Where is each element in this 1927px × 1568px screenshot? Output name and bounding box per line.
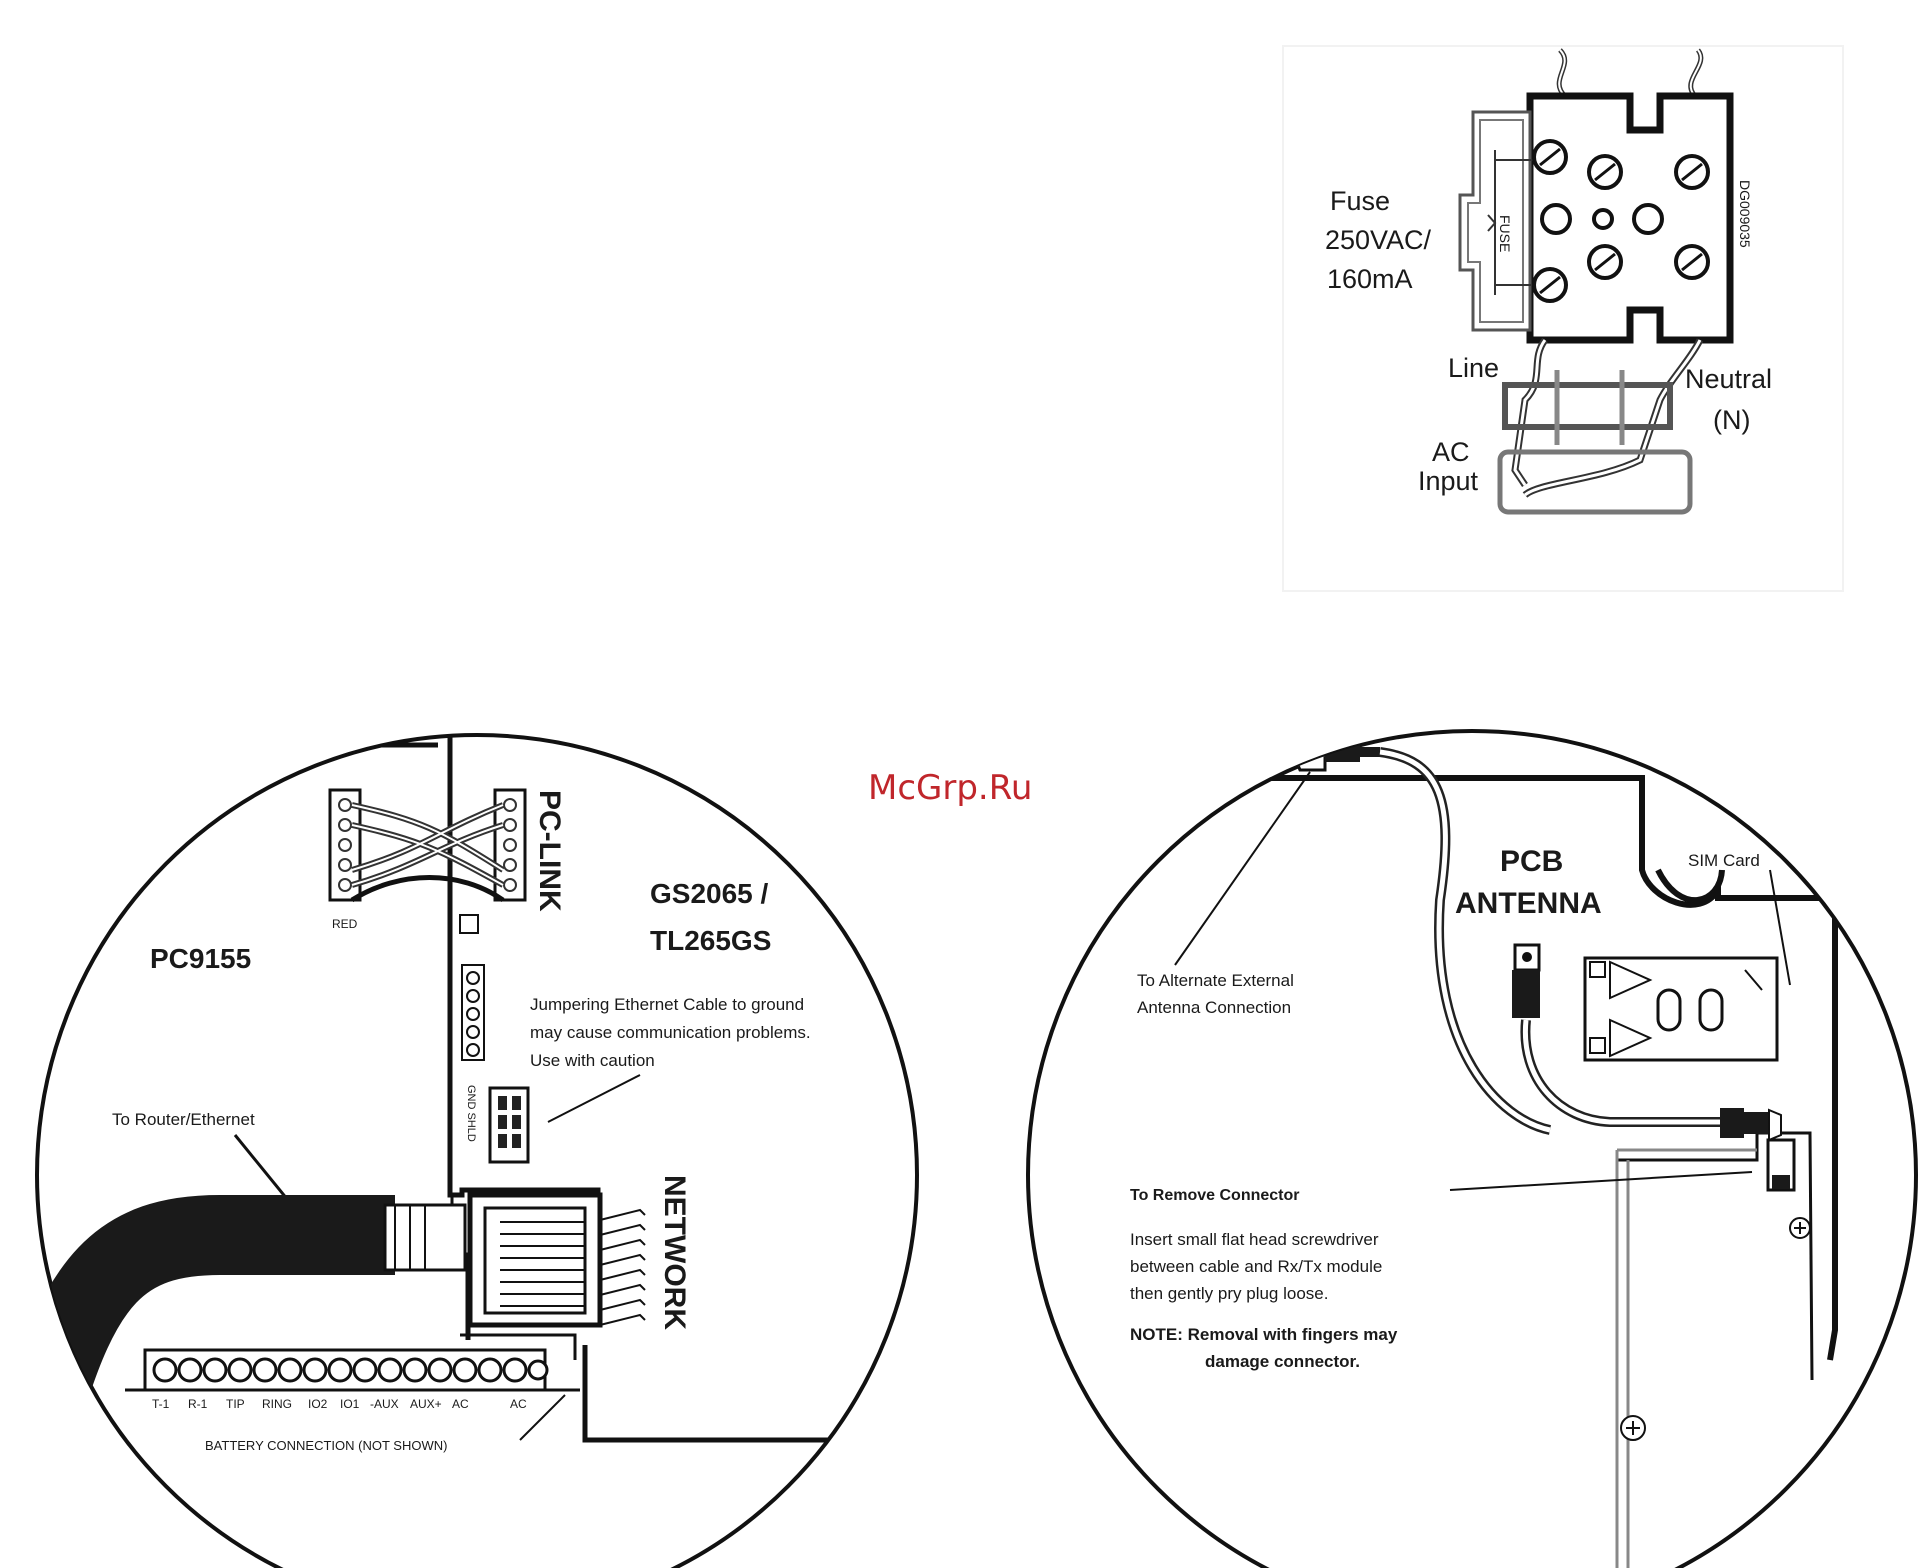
note-text: NOTE: Removal with fingers may [1130, 1325, 1398, 1344]
remove-instruction-1: Insert small flat head screwdriver [1130, 1230, 1379, 1249]
terminal-strip [143, 1348, 549, 1392]
warning-text-1: Jumpering Ethernet Cable to ground [530, 995, 804, 1014]
terminal-labels: T-1 R-1 TIP RING IO2 IO1 -AUX AUX+ AC AC [152, 1397, 527, 1411]
ac-input-label-2: Input [1418, 466, 1479, 496]
fuse-rating: 250VAC/ [1325, 225, 1432, 255]
network-jack [467, 1192, 646, 1328]
rx-tx-module [1615, 1108, 1814, 1568]
remove-instruction-2: between cable and Rx/Tx module [1130, 1257, 1382, 1276]
neutral-n-label: (N) [1713, 405, 1750, 435]
note-text-2: damage connector. [1205, 1352, 1360, 1371]
warning-text-3: Use with caution [530, 1051, 655, 1070]
pcb-antenna-label: PCB [1500, 845, 1563, 878]
terminal-label: -AUX [370, 1397, 399, 1411]
antenna-sim-panel: PCB ANTENNA SIM Card To Alternate Extern… [1026, 729, 1918, 1568]
terminal-label: RING [262, 1397, 292, 1411]
terminal-block [1526, 92, 1734, 344]
terminal-label: AC [452, 1397, 469, 1411]
watermark: McGrp.Ru [868, 768, 1032, 808]
line-label: Line [1448, 353, 1499, 383]
ac-input-label: AC [1432, 437, 1470, 467]
terminal-label: TIP [226, 1397, 245, 1411]
pclink-label: PC-LINK [533, 790, 566, 912]
warning-text-2: may cause communication problems. [530, 1023, 811, 1042]
module-label: GS2065 / [650, 878, 769, 909]
red-label: RED [332, 917, 358, 931]
alt-antenna-label-2: Antenna Connection [1137, 998, 1291, 1017]
gnd-shld-jumper [488, 1086, 530, 1164]
remove-instruction-3: then gently pry plug loose. [1130, 1284, 1328, 1303]
header-pins [461, 964, 485, 1061]
neutral-label: Neutral [1685, 364, 1772, 394]
terminal-label: R-1 [188, 1397, 208, 1411]
board-label: PC9155 [150, 943, 251, 974]
ac-input-diagram: FUSE DG009035 Fuse 250VAC/ 160mA Line Ne… [1282, 45, 1844, 592]
led-square [459, 914, 479, 934]
terminal-label: AC [510, 1397, 527, 1411]
pcb-antenna-label-2: ANTENNA [1455, 887, 1602, 920]
network-label: NETWORK [658, 1175, 691, 1330]
pcb-antenna-connector [1512, 943, 1541, 1018]
alt-antenna-label: To Alternate External [1137, 971, 1294, 990]
strain-relief-bar [1502, 382, 1673, 430]
terminal-label: IO2 [308, 1397, 328, 1411]
sim-card-label: SIM Card [1688, 851, 1760, 870]
remove-heading: To Remove Connector [1130, 1187, 1300, 1204]
module-label-2: TL265GS [650, 925, 771, 956]
terminal-label: AUX+ [410, 1397, 442, 1411]
terminal-label: T-1 [152, 1397, 170, 1411]
rj45-plug [383, 1203, 467, 1272]
part-code: DG009035 [1737, 180, 1753, 248]
fuse-marking: FUSE [1497, 215, 1513, 252]
fuse-label: Fuse [1330, 186, 1390, 216]
fuse-current: 160mA [1327, 264, 1413, 294]
gnd-shld-label: GND SHLD [465, 1085, 477, 1142]
ethernet-wiring-panel: RED PC-LINK GND SHLD PC9155 GS2065 / TL2… [35, 733, 919, 1568]
ac-input-box [1497, 449, 1693, 515]
router-label: To Router/Ethernet [112, 1110, 255, 1129]
terminal-label: IO1 [340, 1397, 360, 1411]
battery-label: BATTERY CONNECTION (NOT SHOWN) [205, 1438, 447, 1453]
sim-card-holder [1583, 956, 1779, 1062]
pclink-connector [328, 788, 527, 903]
